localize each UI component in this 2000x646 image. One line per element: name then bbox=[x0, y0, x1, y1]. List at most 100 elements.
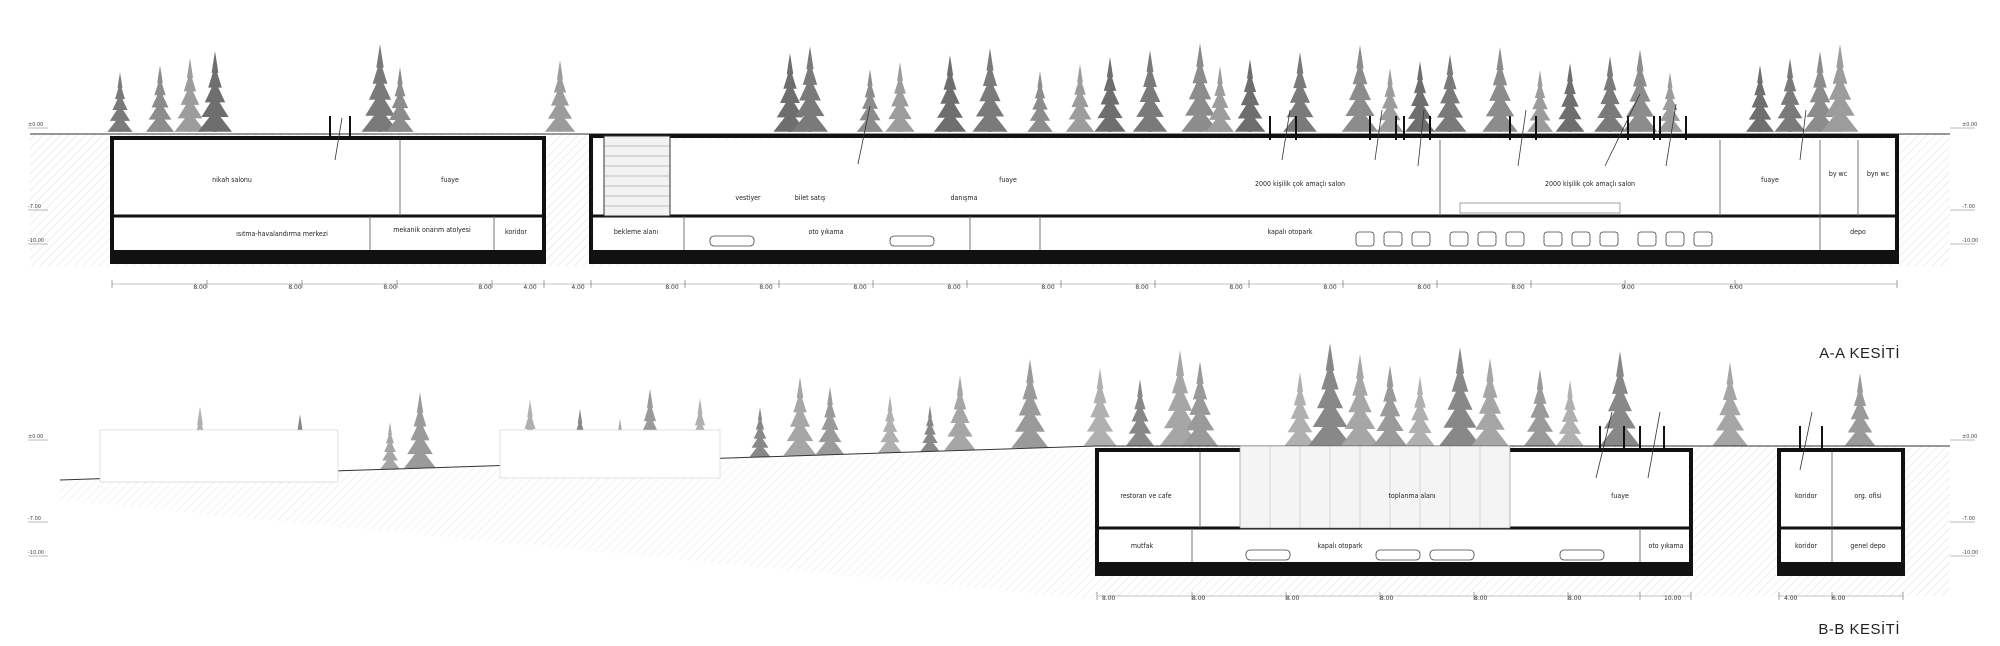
room-label: ısıtma-havalandırma merkezi bbox=[236, 230, 328, 238]
room-label: 2000 kişilik çok amaçlı salon bbox=[1255, 180, 1345, 188]
room-label: kapalı otopark bbox=[1267, 228, 1312, 236]
dimension-label: 8.00 bbox=[1229, 284, 1243, 291]
building-a-left bbox=[110, 116, 546, 264]
dimension-label: 8.00 bbox=[383, 284, 397, 291]
dimension-label: 8.00 bbox=[665, 284, 679, 291]
dimension-label: 8.00 bbox=[1417, 284, 1431, 291]
room-label: koridor bbox=[1795, 492, 1817, 500]
tree bbox=[1182, 361, 1218, 446]
tree bbox=[107, 72, 133, 132]
levels-a bbox=[28, 127, 1975, 245]
tree bbox=[1065, 64, 1095, 132]
tree bbox=[1234, 59, 1266, 132]
room-label: koridor bbox=[505, 228, 527, 236]
level-b-1-right: -7.00 bbox=[1962, 516, 1975, 522]
tree bbox=[878, 395, 902, 453]
dimension-label: 8.00 bbox=[1135, 284, 1149, 291]
level-b-1: -7.00 bbox=[28, 516, 41, 522]
tree bbox=[1471, 358, 1509, 446]
tree bbox=[1206, 66, 1234, 132]
room-label: restoran ve cafe bbox=[1120, 492, 1171, 500]
dimension-label: 8.00 bbox=[478, 284, 492, 291]
tree bbox=[1821, 44, 1859, 132]
section-a-a: ±0.00 -7.00 -10.00 ±0.00 -7.00 -10.00 ni… bbox=[28, 43, 1978, 362]
tree bbox=[1405, 376, 1435, 446]
tree bbox=[749, 407, 771, 458]
room-label: nikah salonu bbox=[212, 176, 252, 184]
level-a-2-right: -10.00 bbox=[1962, 238, 1978, 244]
tree bbox=[815, 386, 845, 455]
tree bbox=[1482, 47, 1518, 132]
dimension-label: 8.00 bbox=[1323, 284, 1337, 291]
dimension-label: 4.00 bbox=[523, 284, 537, 291]
dimension-label: 6.00 bbox=[1729, 284, 1743, 291]
section-b-b: ±0.00 -7.00 -10.00 ±0.00 -7.00 -10.00 re… bbox=[28, 343, 1978, 638]
tree bbox=[1011, 359, 1049, 449]
room-label: fuaye bbox=[1761, 176, 1779, 184]
dimension-label: 6.00 bbox=[1832, 595, 1846, 602]
tree bbox=[1341, 45, 1379, 132]
tree bbox=[1094, 57, 1126, 132]
room-label: kapalı otopark bbox=[1317, 542, 1362, 550]
dimension-labels-b: 8.00 8.00 8.00 8.00 8.00 8.00 10.00 4.00… bbox=[1102, 595, 1846, 602]
trees-a bbox=[107, 43, 1859, 132]
tree bbox=[380, 422, 400, 470]
dimension-label: 8.00 bbox=[853, 284, 867, 291]
tree bbox=[174, 58, 206, 132]
dimension-label: 8.00 bbox=[947, 284, 961, 291]
tree bbox=[1844, 373, 1876, 446]
dimension-label: 8.00 bbox=[1474, 595, 1488, 602]
room-label: toplanma alanı bbox=[1388, 492, 1435, 500]
tree bbox=[944, 375, 976, 451]
dimension-label: 8.00 bbox=[288, 284, 302, 291]
tree bbox=[1027, 71, 1053, 132]
tree bbox=[361, 44, 399, 132]
dimension-label: 8.00 bbox=[1192, 595, 1206, 602]
tree bbox=[1340, 354, 1380, 446]
dimension-label: 10.00 bbox=[1664, 595, 1681, 602]
dimension-label: 8.00 bbox=[1511, 284, 1525, 291]
dimension-labels-a: 8.00 8.00 8.00 8.00 4.00 4.00 8.00 8.00 … bbox=[193, 284, 1743, 291]
dimension-label: 8.00 bbox=[1568, 595, 1582, 602]
tree bbox=[972, 48, 1008, 132]
dimension-label: 8.00 bbox=[193, 284, 207, 291]
tree bbox=[1283, 52, 1317, 132]
tree bbox=[1622, 49, 1658, 132]
dimension-label: 8.00 bbox=[759, 284, 773, 291]
level-a-1-right: -7.00 bbox=[1962, 204, 1975, 210]
level-a-0: ±0.00 bbox=[28, 122, 43, 128]
room-label: fuaye bbox=[999, 176, 1017, 184]
tree bbox=[1712, 362, 1748, 446]
room-label: danışma bbox=[951, 194, 978, 202]
tree bbox=[1405, 61, 1435, 132]
tree bbox=[1555, 63, 1585, 132]
level-b-2-right: -10.00 bbox=[1962, 550, 1978, 556]
room-labels-b: restoran ve cafe toplanma alanı fuaye mu… bbox=[1120, 492, 1885, 550]
room-label: oto yıkama bbox=[808, 228, 843, 236]
room-label: 2000 kişilik çok amaçlı salon bbox=[1545, 180, 1635, 188]
tree bbox=[1657, 72, 1683, 132]
tree bbox=[1523, 369, 1557, 446]
section-title-b: B-B KESİTİ bbox=[1818, 620, 1900, 638]
room-labels-a: nikah salonu fuaye ısıtma-havalandırma m… bbox=[212, 170, 1890, 238]
dimension-ticks-a bbox=[111, 280, 1898, 288]
tree bbox=[885, 62, 915, 132]
tree bbox=[1308, 343, 1352, 446]
building-b-service bbox=[1777, 411, 1905, 576]
dimension-ticks-b bbox=[1096, 592, 1904, 600]
tree bbox=[1132, 50, 1168, 132]
tree bbox=[1083, 368, 1117, 446]
tree bbox=[1284, 372, 1316, 446]
tree bbox=[1556, 380, 1584, 446]
room-label: mutfak bbox=[1131, 542, 1154, 550]
room-label: bekleme alanı bbox=[614, 228, 659, 236]
tree bbox=[197, 51, 233, 132]
level-a-1: -7.00 bbox=[28, 204, 41, 210]
dimension-label: 8.00 bbox=[1102, 595, 1116, 602]
tree bbox=[544, 60, 576, 132]
dimension-label: 4.00 bbox=[571, 284, 585, 291]
level-a-2: -10.00 bbox=[28, 238, 44, 244]
dimension-label: 8.00 bbox=[1286, 595, 1300, 602]
levels-b bbox=[28, 439, 1975, 557]
